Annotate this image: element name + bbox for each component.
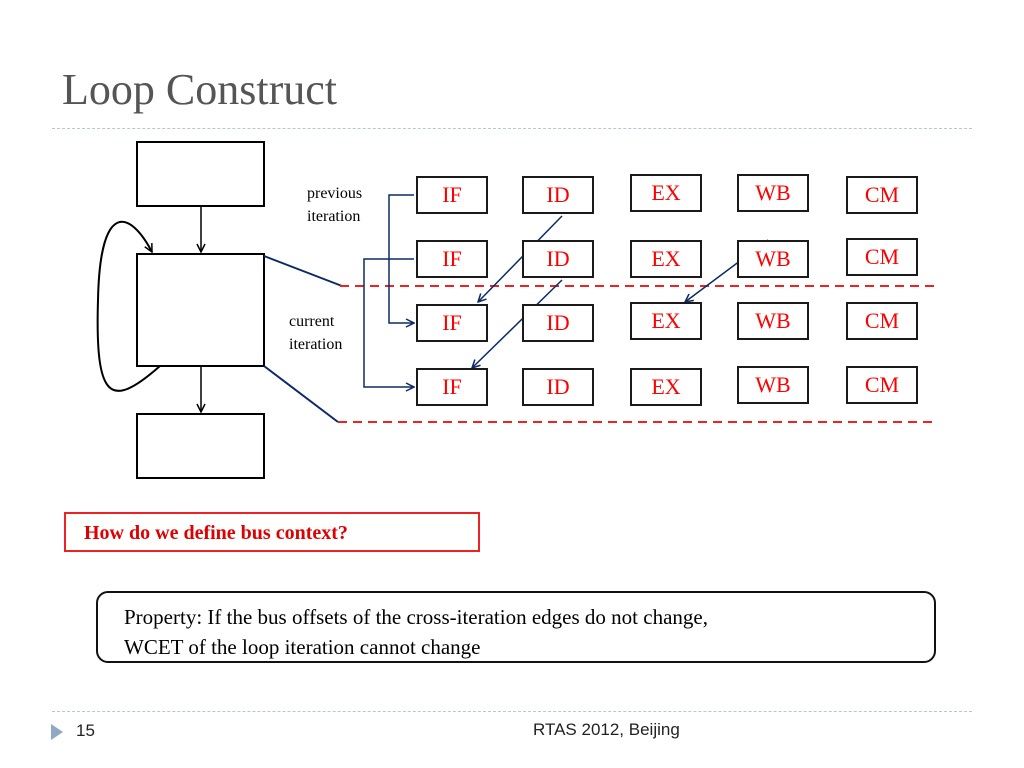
stage-id: ID — [522, 304, 594, 342]
stage-id: ID — [522, 368, 594, 406]
cfg-loop-block — [136, 253, 265, 367]
footer-text: RTAS 2012, Beijing — [533, 720, 680, 739]
question-callout: How do we define bus context? — [64, 512, 480, 552]
stage-if: IF — [416, 368, 488, 406]
slide-title: Loop Construct — [62, 65, 337, 114]
stage-ex: EX — [630, 368, 702, 406]
stage-if: IF — [416, 240, 488, 278]
stage-wb: WB — [737, 302, 809, 340]
stage-ex: EX — [630, 174, 702, 212]
current-iteration-label: current iteration — [289, 310, 342, 356]
stage-if: IF — [416, 304, 488, 342]
page-number: 15 — [76, 721, 95, 740]
label-line: current — [289, 313, 335, 330]
stage-ex: EX — [630, 240, 702, 278]
stage-ex: EX — [630, 302, 702, 340]
stage-cm: CM — [846, 302, 918, 340]
label-line: previous — [307, 185, 363, 202]
label-line: iteration — [307, 208, 361, 225]
stage-id: ID — [522, 240, 594, 278]
zoom-line-bottom — [263, 365, 339, 423]
stage-wb: WB — [737, 240, 809, 278]
cfg-entry-block — [136, 141, 265, 207]
stage-if: IF — [416, 176, 488, 214]
zoom-line-top — [263, 255, 343, 287]
stage-cm: CM — [846, 366, 918, 404]
label-line: iteration — [289, 336, 343, 353]
dependency-arrow-id-to-if — [478, 215, 563, 302]
current-iteration-bracket — [363, 258, 414, 387]
stage-wb: WB — [737, 366, 809, 404]
property-line-1: Property: If the bus offsets of the cros… — [124, 605, 708, 629]
previous-iteration-label: previous iteration — [307, 182, 362, 228]
stage-cm: CM — [846, 176, 918, 214]
stage-wb: WB — [737, 174, 809, 212]
triangle-bullet-icon — [51, 724, 63, 740]
stage-id: ID — [522, 176, 594, 214]
footer-divider — [52, 711, 972, 712]
cfg-back-edge — [96, 220, 161, 392]
stage-cm: CM — [846, 238, 918, 276]
dependency-arrow-id-to-if — [472, 279, 563, 368]
title-divider — [52, 128, 972, 129]
property-line-2: WCET of the loop iteration cannot change — [124, 635, 481, 659]
property-box: Property: If the bus offsets of the cros… — [96, 591, 936, 663]
cfg-exit-block — [136, 413, 265, 479]
